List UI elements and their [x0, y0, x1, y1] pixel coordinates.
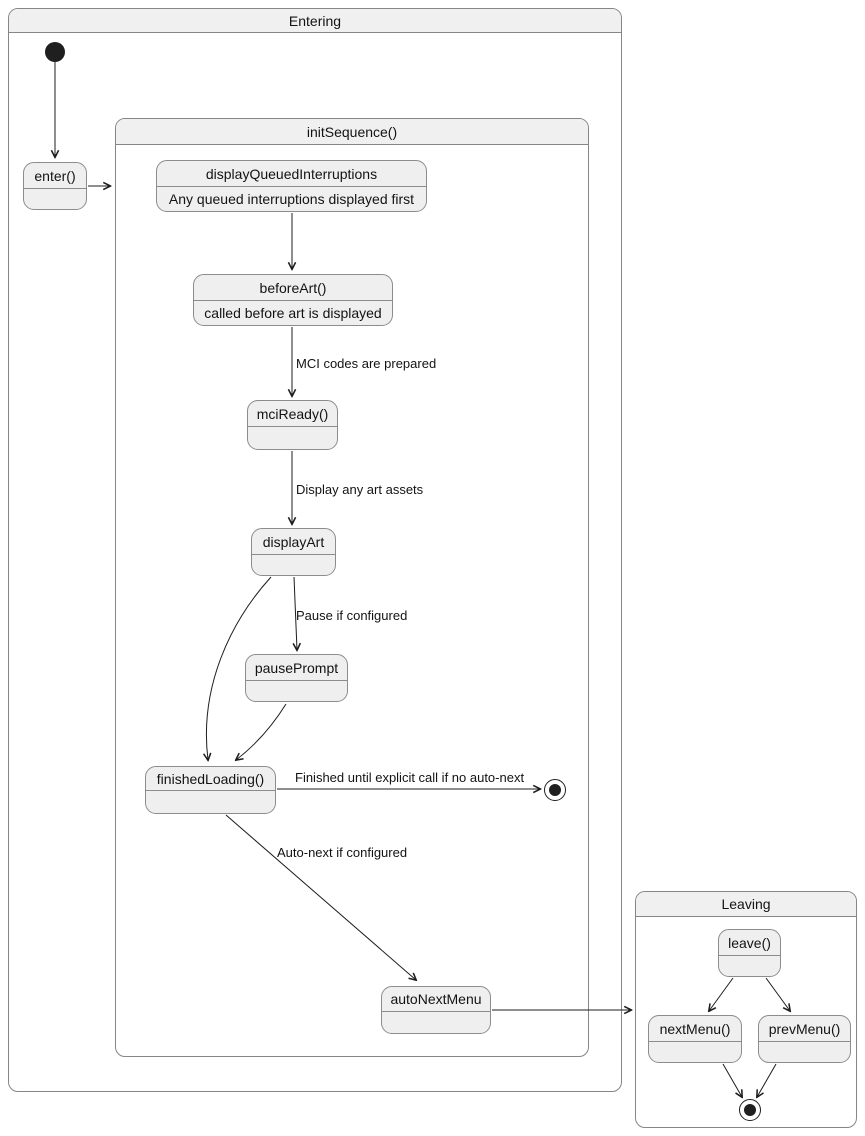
state-finished-loading-body — [146, 791, 275, 813]
state-enter: enter() — [23, 162, 87, 210]
state-display-art-body — [252, 555, 335, 575]
state-finished-loading: finishedLoading() — [145, 766, 276, 814]
edge-label-auto-next: Auto-next if configured — [277, 845, 408, 860]
edge-label-display-art-assets: Display any art assets — [296, 482, 424, 497]
state-prev-menu-body — [759, 1042, 850, 1062]
final-state-node-init-sequence — [544, 779, 566, 801]
composite-state-leaving-title: Leaving — [636, 892, 856, 917]
state-auto-next-menu-body — [382, 1012, 490, 1033]
state-auto-next-menu-label: autoNextMenu — [382, 987, 490, 1012]
composite-state-init-sequence: initSequence() — [115, 118, 589, 1057]
composite-state-entering: Entering — [8, 8, 622, 1092]
state-next-menu-label: nextMenu() — [649, 1016, 741, 1042]
edge-label-mci-codes: MCI codes are prepared — [296, 356, 437, 371]
final-state-node-leaving — [739, 1099, 761, 1121]
final-state-dot — [549, 784, 561, 796]
state-before-art-description: called before art is displayed — [204, 305, 382, 321]
state-prev-menu: prevMenu() — [758, 1015, 851, 1063]
state-display-queued-interruptions: displayQueuedInterruptions Any queued in… — [156, 160, 427, 212]
state-mci-ready-body — [248, 427, 337, 449]
state-prev-menu-label: prevMenu() — [759, 1016, 850, 1042]
initial-state-node — [45, 42, 65, 62]
final-state-dot — [744, 1104, 756, 1116]
state-pause-prompt-body — [246, 681, 347, 701]
state-auto-next-menu: autoNextMenu — [381, 986, 491, 1034]
composite-state-entering-title: Entering — [9, 9, 621, 33]
state-leave: leave() — [718, 929, 781, 977]
edge-label-finished-until: Finished until explicit call if no auto-… — [295, 770, 525, 785]
state-finished-loading-label: finishedLoading() — [146, 767, 275, 791]
state-display-art-label: displayArt — [252, 529, 335, 555]
state-next-menu: nextMenu() — [648, 1015, 742, 1063]
state-leave-label: leave() — [719, 930, 780, 956]
state-before-art: beforeArt() called before art is display… — [193, 274, 393, 326]
state-enter-label: enter() — [24, 163, 86, 189]
state-display-queued-interruptions-label: displayQueuedInterruptions — [157, 161, 426, 187]
composite-state-leaving: Leaving — [635, 891, 857, 1128]
state-pause-prompt-label: pausePrompt — [246, 655, 347, 681]
composite-state-init-sequence-title: initSequence() — [116, 119, 588, 145]
state-before-art-label: beforeArt() — [194, 275, 392, 301]
state-display-queued-interruptions-description: Any queued interruptions displayed first — [168, 191, 415, 207]
state-enter-body — [24, 189, 86, 209]
state-mci-ready-label: mciReady() — [248, 401, 337, 427]
state-next-menu-body — [649, 1042, 741, 1062]
state-pause-prompt: pausePrompt — [245, 654, 348, 702]
state-leave-body — [719, 956, 780, 976]
state-mci-ready: mciReady() — [247, 400, 338, 450]
state-display-art: displayArt — [251, 528, 336, 576]
edge-label-pause-if-configured: Pause if configured — [296, 608, 408, 623]
